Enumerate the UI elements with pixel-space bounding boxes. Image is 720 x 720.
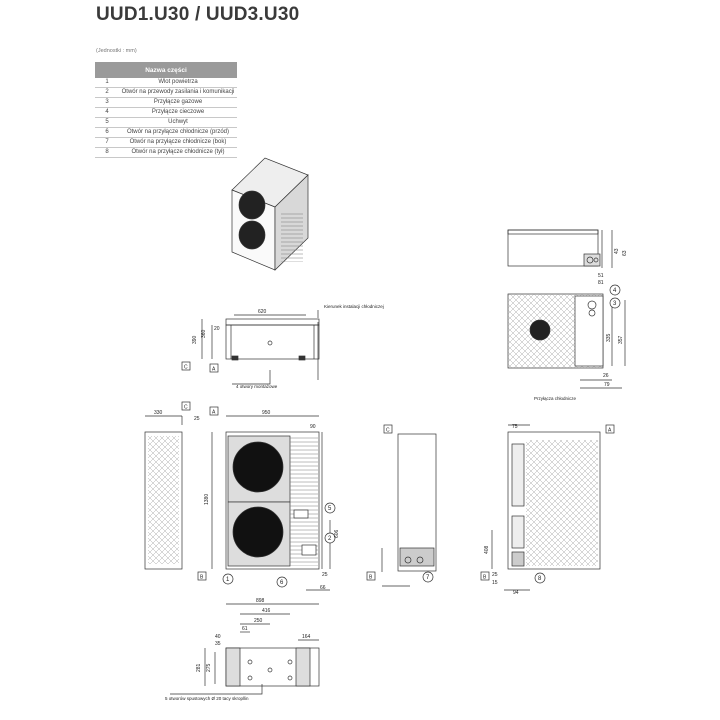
top-view [201, 310, 320, 385]
dim-right-r1: 335 [606, 333, 612, 342]
dim-top-d2: 390 [192, 335, 198, 344]
row-num: 5 [95, 117, 119, 128]
callout-2: 2 [328, 536, 332, 542]
dim-right-top1: 43 [614, 248, 620, 254]
dim-front-b2: 25 [322, 572, 328, 578]
dim-bottom-281: 281 [196, 663, 202, 672]
dim-front-width: 950 [262, 410, 271, 416]
row-name: Otwór na przyłącze chłodnicze (tył) [119, 147, 237, 158]
front-view [211, 415, 331, 591]
marker-b-rear-side: B [369, 575, 373, 581]
label-refrigerant-connection: Przyłącza chłodnicze [534, 396, 577, 401]
row-name: Wlot powietrza [119, 78, 237, 88]
callout-4: 4 [613, 288, 617, 294]
dim-rear-top: 75 [512, 424, 518, 430]
marker-c-side: C [184, 405, 188, 411]
dim-top-d3: 20 [214, 326, 220, 332]
dim-bottom-61: 61 [242, 626, 248, 632]
dim-bottom-40: 40 [215, 634, 221, 640]
row-name: Przyłącze cieczowe [119, 107, 237, 118]
callout-7: 7 [426, 575, 430, 581]
dim-side-width: 330 [154, 410, 163, 416]
dim-right-r3: 26 [603, 373, 609, 379]
marker-b-rear: B [483, 575, 487, 581]
row-num: 6 [95, 127, 119, 138]
dim-bottom-275: 275 [206, 663, 212, 672]
dim-bottom-250: 250 [254, 618, 263, 624]
units-note: (Jednostki : mm) [96, 48, 137, 54]
label-mounting-holes: 4 otwory montażowe [236, 384, 278, 389]
dim-right-top4: 81 [598, 280, 604, 286]
dim-right-top3: 51 [598, 273, 604, 279]
marker-boxes [181, 361, 615, 581]
marker-a-rear: A [608, 428, 612, 434]
dim-rear-b2: 25 [492, 572, 498, 578]
label-drain-holes: 5 otworów spustowych Ø 20 tacy skropllin [165, 696, 249, 701]
row-num: 1 [95, 78, 119, 88]
page-title: UUD1.U30 / UUD3.U30 [96, 4, 300, 25]
callout-1: 1 [226, 577, 230, 583]
dim-side-depth: 25 [194, 416, 200, 422]
marker-c-top: C [184, 365, 188, 371]
label-refrigerant-direction: Kierunek instalacji chłodniczej [324, 304, 384, 309]
callout-3: 3 [613, 301, 617, 307]
dim-front-b1: 606 [334, 529, 340, 538]
row-num: 8 [95, 147, 119, 158]
dim-rear-r1: 408 [484, 545, 490, 554]
marker-c-rear-side: C [386, 428, 390, 434]
dim-bottom-164: 164 [302, 634, 311, 640]
parts-table-header: Nazwa części [95, 62, 237, 78]
refrigerant-connection-view [507, 293, 626, 389]
dim-front-side: 90 [310, 424, 316, 430]
row-num: 2 [95, 87, 119, 98]
dim-bottom-898: 898 [256, 598, 265, 604]
right-top-view [507, 229, 613, 268]
row-num: 7 [95, 137, 119, 148]
dim-rear-b3: 15 [492, 580, 498, 586]
row-num: 4 [95, 107, 119, 118]
marker-a-top: A [212, 367, 216, 373]
dim-front-height: 1380 [204, 494, 210, 505]
dim-bottom-416: 416 [262, 608, 271, 614]
dim-right-r4: 79 [604, 382, 610, 388]
bottom-view [170, 603, 320, 695]
side-view [144, 415, 183, 570]
callout-5: 5 [328, 506, 332, 512]
dim-rear-b1: 94 [513, 590, 519, 596]
dim-right-top2: 63 [622, 250, 628, 256]
row-num: 3 [95, 97, 119, 108]
callout-6: 6 [280, 580, 284, 586]
row-name: Uchwyt [119, 117, 237, 128]
rear-view [491, 424, 601, 591]
marker-b-front: B [200, 575, 204, 581]
isometric-view [231, 157, 309, 271]
dim-front-b3: 66 [320, 585, 326, 591]
dim-top-width: 620 [258, 309, 267, 315]
rear-side-view [381, 433, 437, 587]
row-name: Przyłącze gazowe [119, 97, 237, 108]
row-name: Otwór na przyłącze chłodnicze (przód) [119, 127, 237, 138]
dim-bottom-35: 35 [215, 641, 221, 647]
dim-right-r2: 357 [618, 335, 624, 344]
row-name: Otwór na przewody zasilania i komunikacj… [119, 87, 237, 98]
callout-8: 8 [538, 576, 542, 582]
marker-a-front: A [212, 410, 216, 416]
dim-top-d1: 360 [201, 329, 207, 338]
row-name: Otwór na przyłącze chłodnicze (bok) [119, 137, 237, 148]
callout-circles [222, 284, 621, 588]
